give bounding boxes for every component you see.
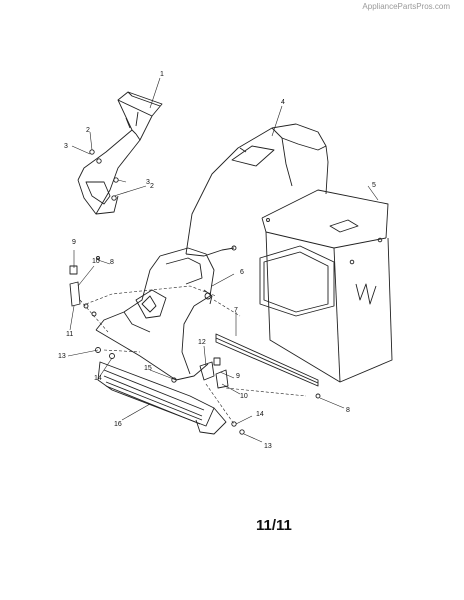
callout-label: 14: [94, 375, 102, 382]
engine-cover-part: [259, 189, 393, 383]
callout-label: 13: [58, 353, 66, 360]
callout-label: 11: [66, 331, 73, 338]
callout-label: 14: [256, 411, 264, 418]
callout-label: 15: [144, 365, 152, 372]
callout-label: 5: [372, 182, 376, 189]
callout-label: 2: [150, 183, 154, 190]
callout-label: 6: [240, 269, 244, 276]
callout-label: 2: [86, 127, 90, 134]
chute-part: [77, 91, 163, 215]
callout-label: 3: [64, 143, 68, 150]
callout-label: 16: [114, 421, 122, 428]
callout-label: 10: [92, 258, 100, 265]
upper-cover-part: [185, 123, 329, 257]
callout-label: 13: [264, 443, 272, 450]
lower-rail-part: [97, 361, 227, 435]
callout-label: 8: [110, 259, 114, 266]
callout-label: 1: [160, 71, 164, 78]
callout-label: 9: [72, 239, 76, 246]
hardware-parts: [69, 256, 321, 435]
page-number: 11/11: [256, 517, 292, 534]
callout-label: 7: [234, 307, 238, 314]
callout-label: 10: [240, 393, 248, 400]
callout-label: 12: [198, 339, 206, 346]
leader-lines: [67, 77, 379, 443]
auger-housing-part: [95, 247, 215, 381]
scraper-bar-part: [215, 333, 319, 387]
watermark: AppliancePartsPros.com: [362, 2, 450, 11]
callout-labels: 1 2 3 3 2 4 5 6 7 8 9 10 11 12 13 14 15 …: [58, 71, 376, 450]
callout-label: 9: [236, 373, 240, 380]
callout-label: 8: [346, 407, 350, 414]
callout-label: 4: [281, 99, 285, 106]
callout-label: 3: [146, 179, 150, 186]
